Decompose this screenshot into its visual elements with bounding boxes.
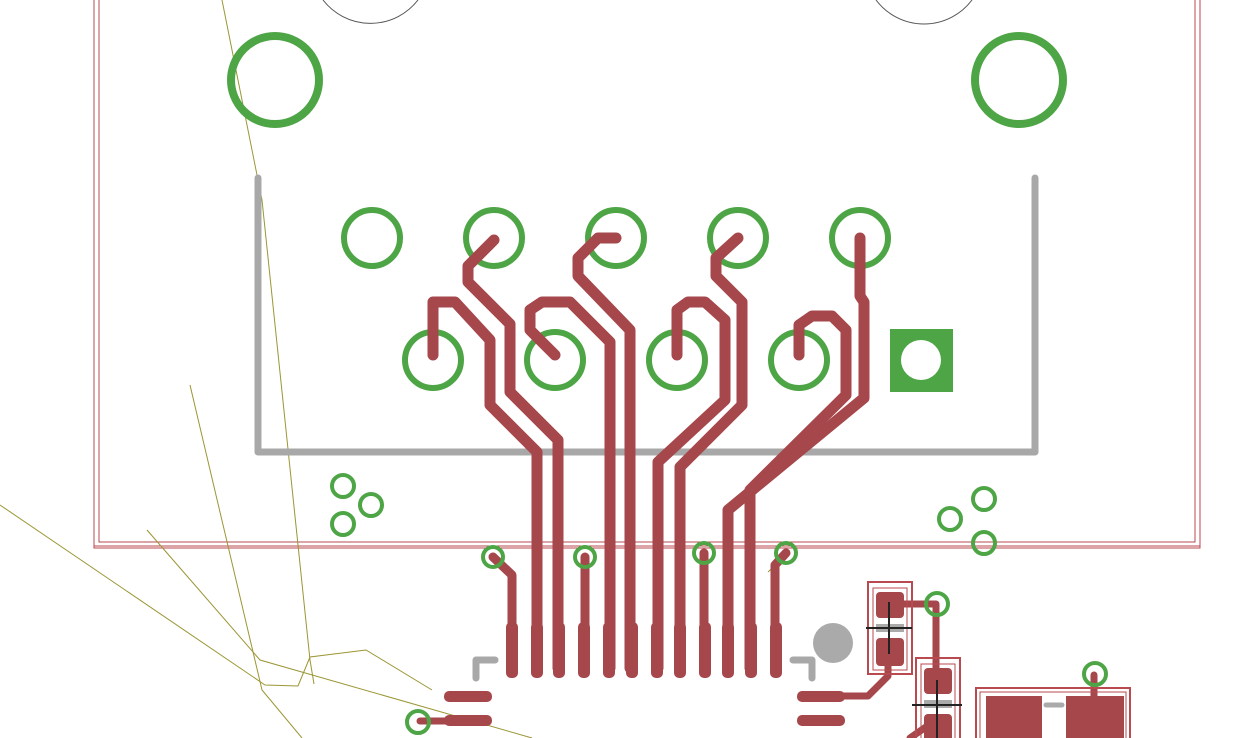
smd-pads xyxy=(444,622,845,726)
board-outline xyxy=(93,0,1201,549)
footprint-corner-marks xyxy=(472,656,816,682)
connector-pins-bottom-row xyxy=(402,329,953,392)
connector-silkscreen xyxy=(254,174,1039,456)
connector-pins-top-row xyxy=(341,207,891,269)
component-large-pads xyxy=(975,687,1131,738)
copper-traces xyxy=(416,232,1098,738)
capacitor-c2 xyxy=(912,657,962,738)
mounting-hole-right xyxy=(971,32,1067,128)
air-wires xyxy=(0,0,786,738)
mounting-hole-left xyxy=(227,32,323,128)
capacitor-c1 xyxy=(866,581,913,675)
fiducial-dot xyxy=(813,623,853,663)
signal-vias xyxy=(405,541,1108,735)
top-arcs xyxy=(322,0,973,25)
vias xyxy=(330,473,997,556)
